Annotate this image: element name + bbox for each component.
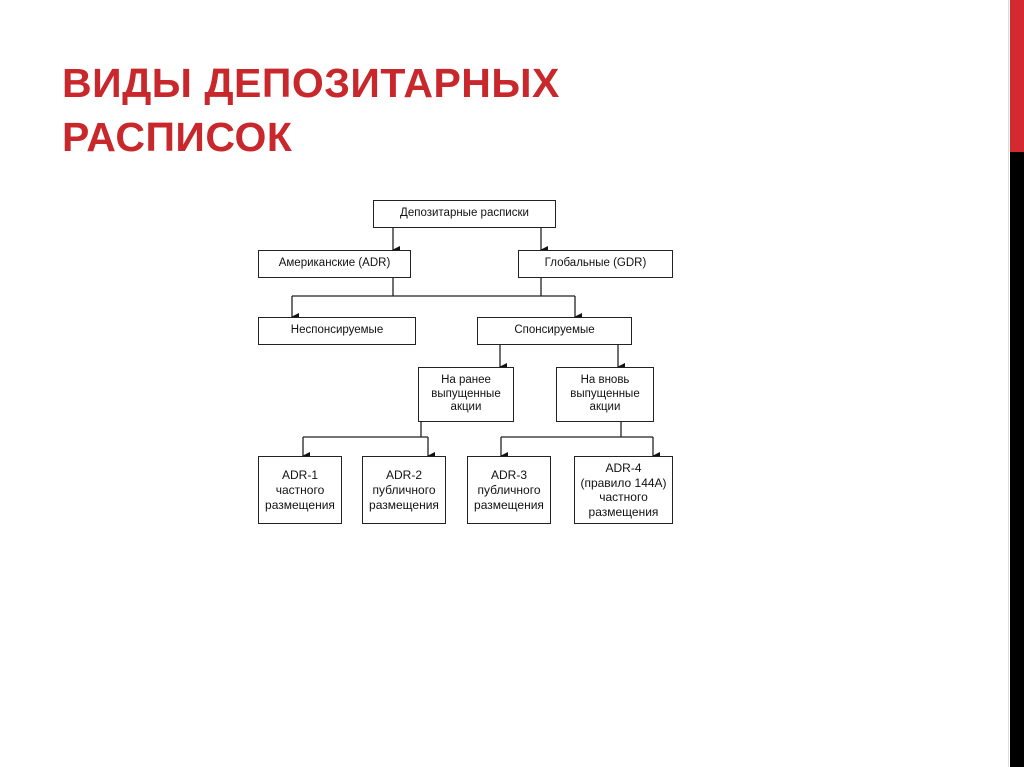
node-label: Глобальные (GDR) <box>544 257 647 270</box>
node-label: частного <box>599 490 648 504</box>
node-adr: Американские (ADR) <box>258 250 411 278</box>
side-divider <box>1008 0 1009 767</box>
node-label: выпущенные <box>431 387 501 400</box>
node-label: частного <box>275 482 325 497</box>
node-label: публичного <box>372 482 436 497</box>
node-label: ADR-1 <box>281 467 318 482</box>
node-label: размещения <box>265 497 335 512</box>
side-accent-red <box>1010 0 1024 152</box>
node-label: Спонсируемые <box>514 324 595 337</box>
node-label: ADR-4 <box>605 461 642 475</box>
node-depositary-receipts: Депозитарные расписки <box>373 200 556 228</box>
node-label: (правило 144A) <box>580 475 667 490</box>
node-label: размещения <box>474 497 544 512</box>
title-line-1: ВИДЫ ДЕПОЗИТАРНЫХ <box>62 60 560 106</box>
slide-title: ВИДЫ ДЕПОЗИТАРНЫХ РАСПИСОК <box>62 56 560 164</box>
node-label: На вновь <box>580 374 630 387</box>
node-label: публичного <box>477 482 541 497</box>
node-label: акции <box>450 401 482 414</box>
node-label: На ранее <box>441 374 491 387</box>
node-label: ADR-3 <box>490 467 527 482</box>
node-label: Американские (ADR) <box>278 257 391 270</box>
node-label: Депозитарные расписки <box>400 207 529 220</box>
node-label: акции <box>589 401 621 414</box>
node-label: размещения <box>369 497 439 512</box>
node-sponsored: Спонсируемые <box>477 317 632 345</box>
node-label: выпущенные <box>570 387 640 400</box>
node-label: размещения <box>588 504 659 519</box>
node-label: Неспонсируемые <box>290 324 384 337</box>
side-accent-black <box>1010 152 1024 767</box>
node-unsponsored: Неспонсируемые <box>258 317 416 345</box>
node-gdr: Глобальные (GDR) <box>518 250 673 278</box>
node-label: ADR-2 <box>385 467 422 482</box>
title-line-2: РАСПИСОК <box>62 114 293 160</box>
